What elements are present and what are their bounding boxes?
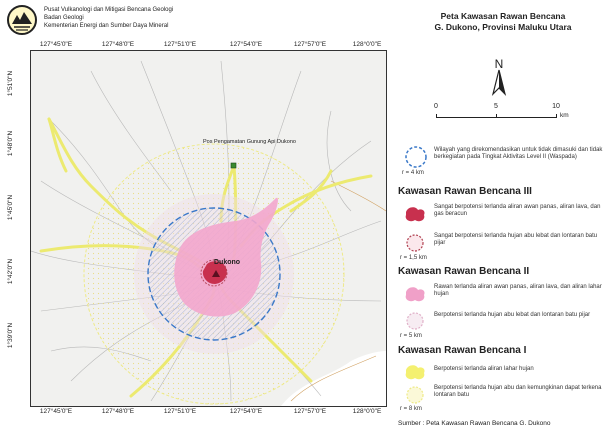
lat-label-left: 1°48'0"N — [7, 130, 15, 157]
scale-tick-label: 5 — [494, 103, 498, 110]
legend-radius-krb2: r = 5 km — [400, 333, 422, 339]
legend-text-krb3-flow: Sangat berpotensi terlanda aliran awan p… — [434, 204, 601, 218]
lon-label-bottom: 127°48'0"E — [101, 408, 135, 415]
north-label: N — [495, 57, 504, 71]
krb2-heading: Kawasan Rawan Bencana II — [398, 266, 530, 277]
krb1-heading: Kawasan Rawan Bencana I — [398, 345, 527, 356]
legend-symbol-krb2-ash — [406, 312, 424, 330]
lon-label-top: 127°54'0"E — [229, 41, 263, 48]
legend-symbol-krb1-ash — [406, 386, 424, 404]
map-canvas[interactable] — [31, 51, 386, 406]
volcano-label: Dukono — [214, 259, 241, 266]
lon-label-bottom: 128°0'0"E — [352, 408, 382, 415]
legend-radius-4km: r = 4 km — [402, 170, 424, 176]
lon-label-bottom: 127°54'0"E — [229, 408, 263, 415]
legend-text-krb2-ash: Berpotensi terlanda hujan abu lebat dan … — [434, 312, 591, 318]
legend-radius-krb3: r = 1,5 km — [400, 255, 427, 261]
legend-text-4km: Wilayah yang direkomendasikan untuk tida… — [434, 147, 603, 161]
lon-label-top: 127°48'0"E — [101, 41, 135, 48]
map-title: Peta Kawasan Rawan Bencana — [440, 11, 566, 21]
legend-symbol-krb2-flow — [405, 287, 425, 302]
lat-label-left: 1°42'0"N — [7, 258, 15, 285]
lat-label-left: 1°51'0"N — [7, 70, 15, 97]
lon-label-top: 128°0'0"E — [352, 41, 382, 48]
scale-tick-label: 10 — [552, 103, 560, 110]
krb3-ash-zone-boundary — [200, 259, 228, 287]
north-arrow-icon: N — [491, 57, 507, 96]
lon-label-top: 127°51'0"E — [163, 41, 197, 48]
agency-header: Pusat Vulkanologi dan Mitigasi Bencana G… — [6, 4, 326, 40]
scale-tick — [496, 114, 497, 118]
scale-tick — [556, 114, 557, 118]
legend-text-krb1-lahar: Berpotensi terlanda aliran lahar hujan — [434, 366, 534, 372]
legend-symbol-4km — [405, 146, 427, 168]
lon-label-top: 127°45'0"E — [39, 41, 73, 48]
scale-unit: km — [560, 112, 569, 119]
hazard-map[interactable]: Pos Pengamatan Gunung Api Dukono Dukono — [30, 50, 387, 407]
lon-label-bottom: 127°51'0"E — [163, 408, 197, 415]
krb2-flow-zone — [174, 197, 278, 317]
lon-label-bottom: 127°57'0"E — [293, 408, 327, 415]
observation-post-icon[interactable] — [230, 162, 237, 169]
sea-area — [281, 351, 386, 406]
lat-label-left: 1°45'0"N — [7, 194, 15, 221]
agency-logo-icon — [7, 5, 37, 35]
scale-tick-label: 0 — [434, 103, 438, 110]
krb3-heading: Kawasan Rawan Bencana III — [398, 186, 532, 197]
legend-text-krb2-flow: Rawan terlanda aliran awan panas, aliran… — [434, 284, 602, 298]
lon-label-top: 127°57'0"E — [293, 41, 327, 48]
legend-text-krb1-ash: Berpotensi terlanda hujan abu dan kemung… — [434, 385, 602, 399]
lat-label-left: 1°39'0"N — [7, 322, 15, 349]
observation-post-label: Pos Pengamatan Gunung Api Dukono — [203, 139, 296, 145]
map-source: Sumber : Peta Kawasan Rawan Bencana G. D… — [398, 420, 551, 427]
lon-label-bottom: 127°45'0"E — [39, 408, 73, 415]
scale-bar: 0 5 10 km — [434, 97, 569, 125]
map-subtitle: G. Dukono, Provinsi Maluku Utara — [434, 22, 572, 32]
legend-radius-krb1: r = 8 km — [400, 406, 422, 412]
agency-name: Pusat Vulkanologi dan Mitigasi Bencana G… — [44, 7, 174, 13]
legend-symbol-krb1-lahar — [405, 365, 425, 380]
exclusion-zone-4km-boundary — [147, 207, 281, 341]
crater-icon[interactable] — [212, 270, 220, 277]
legend-panel: Peta Kawasan Rawan Bencana G. Dukono, Pr… — [392, 0, 614, 436]
scale-tick — [436, 114, 437, 118]
krb1-ash-zone-boundary — [83, 143, 345, 405]
legend-symbol-krb3-ash — [406, 234, 424, 252]
agency-sub: Badan Geologi — [44, 15, 84, 21]
legend-symbol-krb3-flow — [405, 207, 425, 222]
agency-ministry: Kementerian Energi dan Sumber Daya Miner… — [44, 23, 169, 29]
legend-text-krb3-ash: Sangat berpotensi terlanda hujan abu leb… — [434, 233, 598, 247]
